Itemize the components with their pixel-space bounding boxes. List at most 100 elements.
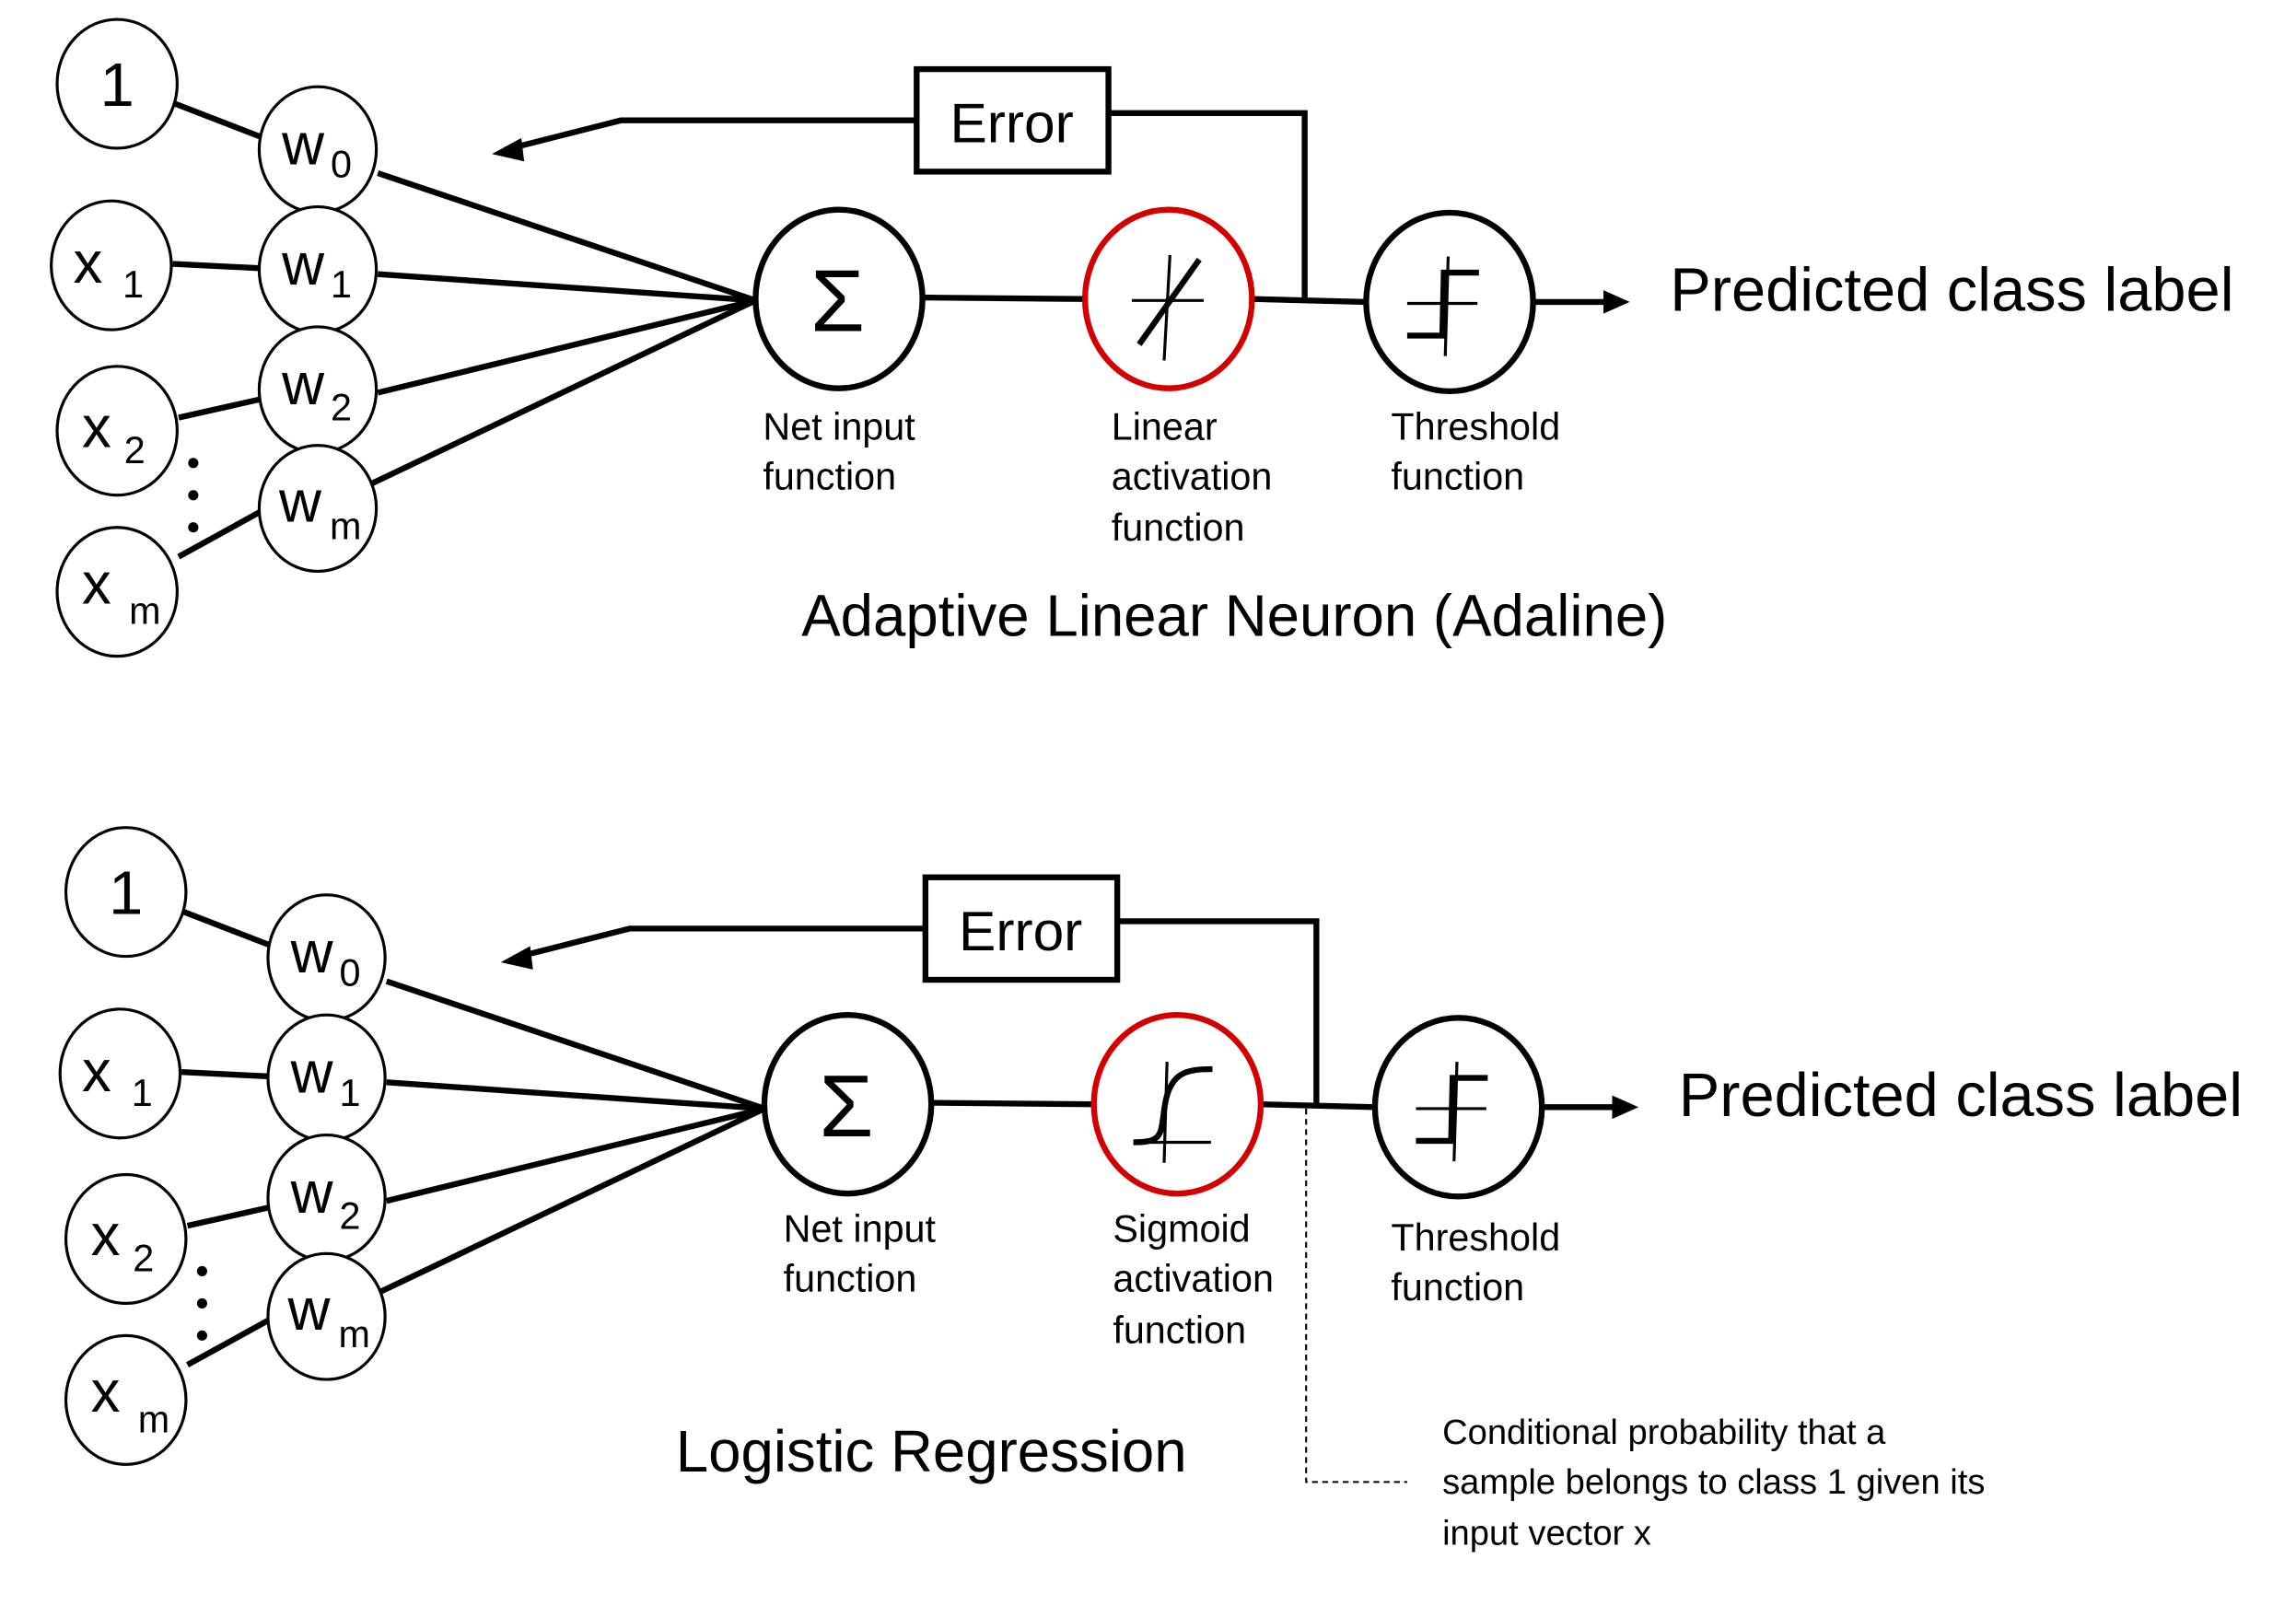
svg-text:m: m bbox=[330, 505, 361, 547]
input-node-x1: x 1 bbox=[50, 199, 173, 332]
svg-text:2: 2 bbox=[124, 429, 146, 471]
edge-bias-w0 bbox=[181, 908, 274, 949]
ellipsis-dots bbox=[188, 458, 199, 533]
diagram-title: Logistic Regression bbox=[676, 1419, 1187, 1484]
edge-x2-w2 bbox=[186, 1204, 274, 1229]
svg-text:function: function bbox=[1391, 455, 1524, 497]
error-return-line bbox=[1108, 110, 1308, 301]
weight-node-w2: w 2 bbox=[257, 325, 379, 455]
svg-text:x: x bbox=[73, 230, 102, 296]
edge-activation-threshold bbox=[1260, 1100, 1376, 1111]
sigma-icon: Σ bbox=[810, 253, 865, 351]
svg-text:1: 1 bbox=[109, 859, 143, 927]
input-node-x2: x 2 bbox=[55, 365, 179, 497]
svg-text:0: 0 bbox=[339, 951, 360, 994]
weight-node-wm: w m bbox=[266, 1251, 387, 1381]
svg-text:activation: activation bbox=[1113, 1258, 1274, 1300]
input-node-bias: 1 bbox=[55, 17, 179, 150]
error-box bbox=[914, 65, 1112, 175]
edge-wm-sum bbox=[379, 1106, 766, 1295]
input-node-x1: x 1 bbox=[58, 1007, 182, 1140]
sigmoid-activation-node bbox=[1090, 1011, 1265, 1197]
linear-function-icon bbox=[1132, 254, 1204, 361]
threshold-caption: Threshold function bbox=[1391, 405, 1560, 497]
svg-text:x: x bbox=[82, 551, 111, 616]
input-node-xm: x m bbox=[55, 526, 179, 658]
svg-text:2: 2 bbox=[133, 1237, 154, 1279]
edge-x1-w1 bbox=[172, 261, 262, 272]
svg-text:Sigmoid: Sigmoid bbox=[1113, 1208, 1250, 1251]
svg-text:1: 1 bbox=[100, 52, 134, 120]
error-label: Error bbox=[950, 92, 1074, 155]
svg-text:1: 1 bbox=[122, 263, 144, 306]
threshold-node bbox=[1371, 1015, 1545, 1200]
svg-text:sample belongs to class 1 give: sample belongs to class 1 given its bbox=[1442, 1462, 1985, 1502]
ellipsis-dots bbox=[196, 1265, 207, 1341]
svg-text:Net input: Net input bbox=[763, 405, 915, 448]
svg-text:1: 1 bbox=[132, 1072, 153, 1114]
edge-activation-threshold bbox=[1252, 296, 1367, 306]
edge-x2-w2 bbox=[178, 395, 264, 421]
step-function-icon bbox=[1406, 256, 1479, 356]
svg-text:1: 1 bbox=[339, 1072, 360, 1114]
svg-text:w: w bbox=[287, 1277, 332, 1343]
svg-text:2: 2 bbox=[331, 387, 352, 429]
edge-w0-sum bbox=[385, 978, 765, 1111]
input-node-x2: x 2 bbox=[64, 1172, 188, 1305]
output-arrow-icon bbox=[1612, 1095, 1639, 1120]
weight-node-w1: w 1 bbox=[266, 1013, 387, 1143]
svg-text:w: w bbox=[290, 1160, 334, 1226]
edge-w1-sum bbox=[377, 271, 756, 304]
net-input-caption: Net input function bbox=[763, 405, 915, 497]
svg-text:1: 1 bbox=[331, 263, 352, 306]
svg-text:function: function bbox=[763, 455, 896, 497]
edge-w2-sum bbox=[385, 1105, 765, 1204]
annotation-leader-line bbox=[1305, 1108, 1407, 1483]
svg-text:w: w bbox=[281, 352, 325, 417]
edge-bias-w0 bbox=[171, 99, 265, 141]
threshold-node bbox=[1363, 209, 1536, 395]
input-node-bias: 1 bbox=[64, 826, 188, 959]
edge-w1-sum bbox=[386, 1079, 765, 1112]
edge-w0-sum bbox=[377, 169, 757, 304]
step-function-icon bbox=[1416, 1062, 1488, 1162]
error-box bbox=[922, 874, 1121, 983]
edge-wm-sum bbox=[370, 297, 757, 486]
svg-text:activation: activation bbox=[1112, 455, 1273, 497]
svg-text:function: function bbox=[1113, 1309, 1246, 1351]
error-feedback-line bbox=[504, 117, 917, 153]
svg-text:Linear: Linear bbox=[1112, 405, 1218, 448]
svg-text:w: w bbox=[278, 469, 322, 534]
svg-text:x: x bbox=[82, 1039, 111, 1104]
linear-activation-node bbox=[1081, 206, 1255, 391]
net-input-node: Σ bbox=[761, 1011, 935, 1197]
svg-text:function: function bbox=[1112, 506, 1245, 549]
conditional-probability-annotation: Conditional probability that a sample be… bbox=[1442, 1413, 1985, 1553]
error-label: Error bbox=[959, 900, 1082, 962]
edge-xm-wm bbox=[177, 506, 268, 560]
arrow-head-icon bbox=[500, 946, 533, 970]
svg-text:Threshold: Threshold bbox=[1391, 405, 1560, 448]
svg-text:2: 2 bbox=[339, 1194, 360, 1237]
sigmoid-function-icon bbox=[1133, 1062, 1213, 1163]
svg-text:x: x bbox=[82, 394, 111, 460]
svg-text:0: 0 bbox=[331, 144, 352, 186]
logistic-regression-diagram: 1 x 1 x 2 x m w 0 w 1 bbox=[58, 826, 2243, 1553]
net-input-node: Σ bbox=[752, 206, 926, 391]
svg-text:w: w bbox=[281, 111, 325, 177]
edge-x1-w1 bbox=[181, 1069, 270, 1080]
edge-xm-wm bbox=[185, 1313, 277, 1367]
svg-text:x: x bbox=[91, 1203, 121, 1268]
svg-text:w: w bbox=[281, 232, 325, 297]
svg-text:Threshold: Threshold bbox=[1391, 1216, 1560, 1259]
error-feedback-line bbox=[513, 925, 926, 961]
weight-node-w0: w 0 bbox=[257, 85, 379, 215]
edge-sum-activation bbox=[922, 294, 1086, 302]
edge-w2-sum bbox=[377, 297, 757, 396]
svg-text:m: m bbox=[339, 1313, 370, 1355]
activation-caption: Sigmoid activation function bbox=[1113, 1208, 1274, 1352]
net-input-caption: Net input function bbox=[784, 1208, 937, 1300]
diagram-title: Adaptive Linear Neuron (Adaline) bbox=[801, 583, 1667, 648]
activation-caption: Linear activation function bbox=[1112, 405, 1273, 549]
